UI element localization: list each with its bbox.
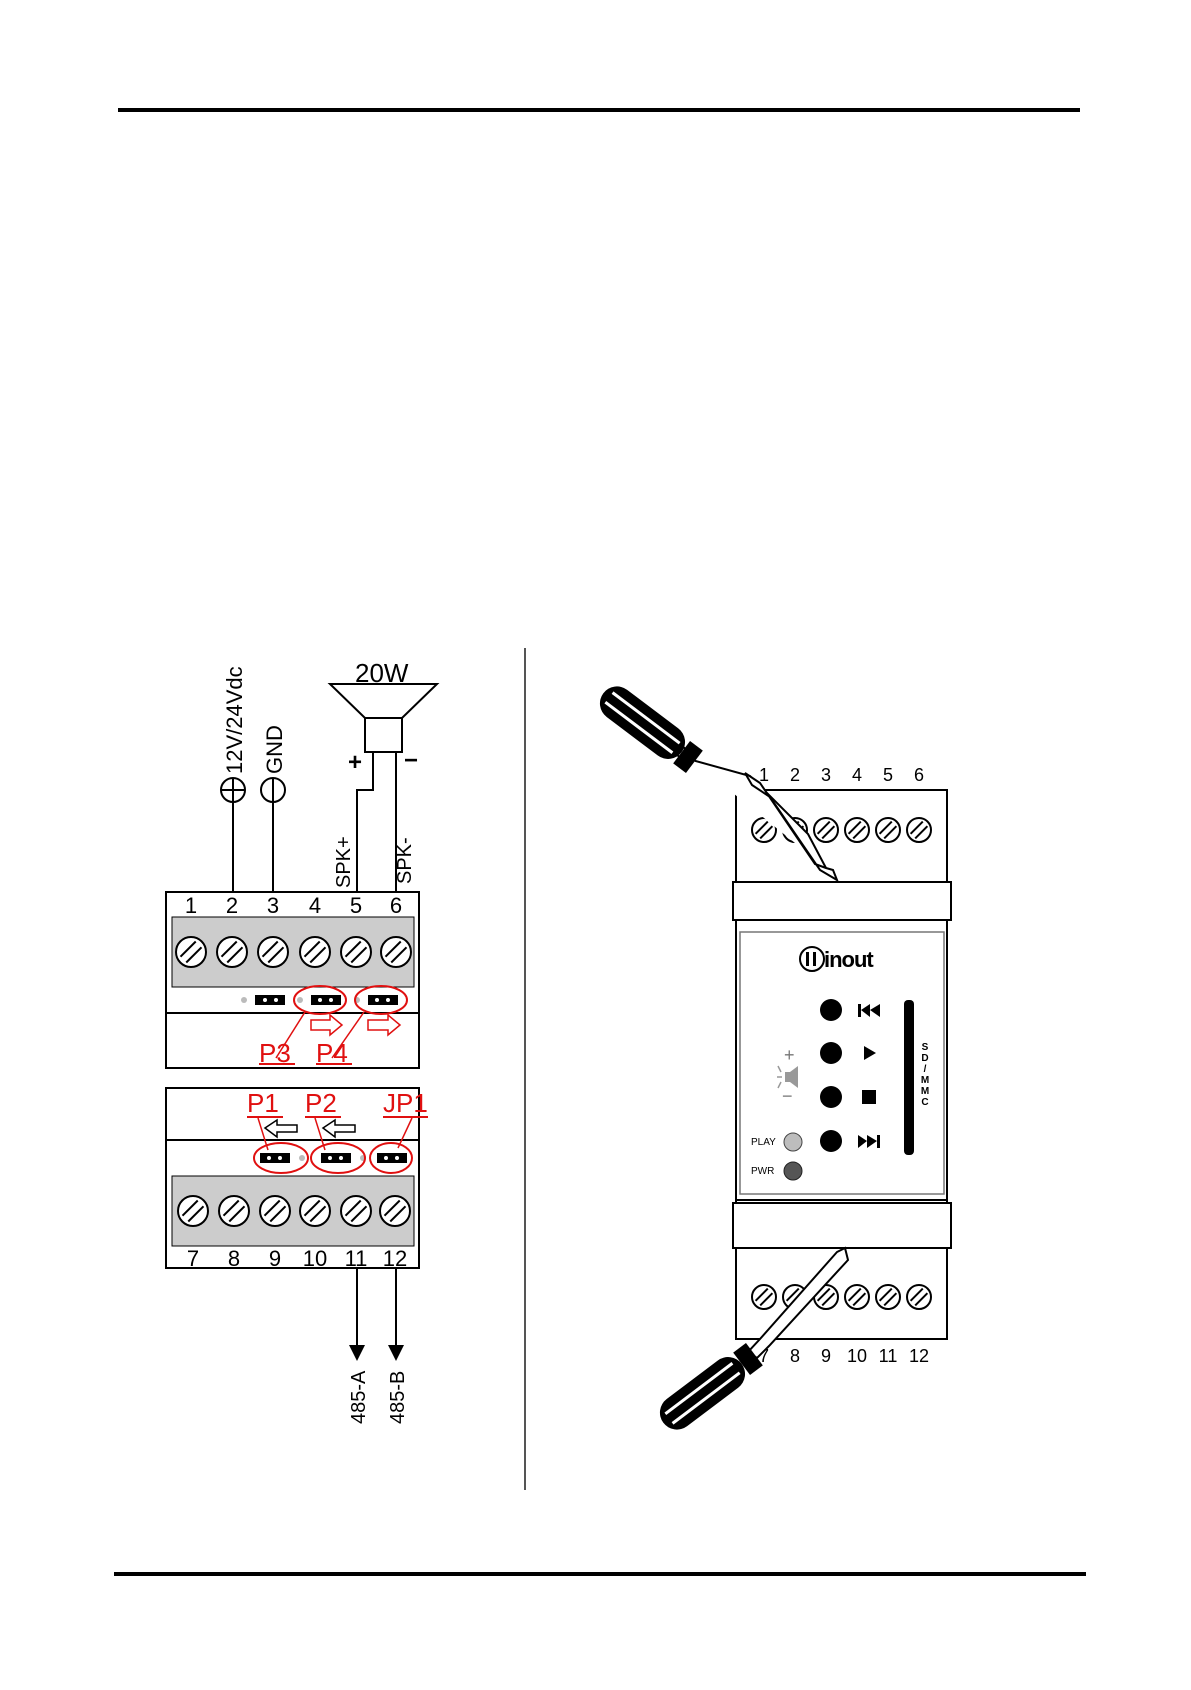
led-play-label: PLAY (751, 1137, 776, 1148)
sd-slot-char: M (921, 1086, 929, 1097)
device-terminal-label-11: 11 (879, 1346, 898, 1366)
top-terminal-block (172, 917, 414, 987)
supply-voltage-label: 12V/24Vdc (222, 666, 247, 774)
terminal-screw-9[interactable] (260, 1196, 290, 1226)
spk-plus-label: SPK+ (333, 836, 355, 888)
p2-label: P2 (305, 1088, 337, 1118)
device-terminal-label-9: 9 (821, 1346, 831, 1366)
sd-slot-char: S (922, 1042, 929, 1053)
terminal-label-9: 9 (269, 1246, 281, 1271)
led-play (784, 1133, 802, 1151)
device-terminal-label-5: 5 (883, 765, 893, 785)
led-pwr-label: PWR (751, 1166, 774, 1177)
header-rule (118, 108, 1080, 112)
jumper-block (255, 995, 285, 1005)
button-next[interactable] (820, 1130, 842, 1152)
sd-slot-char: C (921, 1097, 928, 1108)
button-stop[interactable] (820, 1086, 842, 1108)
device-screw-5[interactable] (876, 818, 900, 842)
terminal-screw-11[interactable] (341, 1196, 371, 1226)
terminal-screw-2[interactable] (217, 937, 247, 967)
positive-supply-symbol (221, 778, 245, 802)
terminal-screw-12[interactable] (380, 1196, 410, 1226)
sd-slot-label: SD/MMC (921, 1042, 929, 1108)
terminal-label-4: 4 (309, 893, 321, 918)
device-screw-6[interactable] (907, 818, 931, 842)
terminal-screw-8[interactable] (219, 1196, 249, 1226)
device-top-terminal-labels: 1 2 3 4 5 6 (759, 765, 924, 785)
button-play[interactable] (820, 1042, 842, 1064)
terminal-label-11: 11 (345, 1246, 368, 1271)
stop-icon (862, 1090, 876, 1104)
terminal-label-8: 8 (228, 1246, 240, 1271)
device-terminal-label-4: 4 (852, 765, 862, 785)
bus-b-label: 485-B (387, 1371, 409, 1424)
terminal-label-12: 12 (383, 1246, 407, 1271)
arrow-down-icon (349, 1345, 365, 1361)
terminal-screw-7[interactable] (178, 1196, 208, 1226)
terminal-label-2: 2 (226, 893, 238, 918)
gnd-label: GND (262, 725, 287, 774)
device-terminal-label-6: 6 (914, 765, 924, 785)
jumper-jp1 (377, 1153, 407, 1163)
jp1-label: JP1 (383, 1088, 428, 1118)
terminal-label-3: 3 (267, 893, 279, 918)
brand-logo-text: inout (824, 947, 874, 972)
device-terminal-label-1: 1 (759, 765, 769, 785)
terminal-label-1: 1 (185, 893, 197, 918)
terminal-screw-3[interactable] (258, 937, 288, 967)
device-terminal-label-2: 2 (790, 765, 800, 785)
jumper-p1 (260, 1153, 290, 1163)
ground-symbol (261, 778, 285, 802)
terminal-screw-6[interactable] (381, 937, 411, 967)
device-screw-3[interactable] (814, 818, 838, 842)
jumper-p2 (321, 1153, 351, 1163)
device-terminal-label-3: 3 (821, 765, 831, 785)
volume-plus: + (784, 1045, 795, 1065)
sd-slot-char: D (921, 1053, 928, 1064)
sd-slot-char: / (924, 1064, 927, 1075)
jumper-pin (241, 997, 247, 1003)
button-previous[interactable] (820, 999, 842, 1021)
led-pwr (784, 1162, 802, 1180)
terminal-label-7: 7 (187, 1246, 199, 1271)
bus-a-label: 485-A (348, 1370, 370, 1424)
speaker-plus-label: + (348, 749, 362, 776)
terminal-screw-10[interactable] (300, 1196, 330, 1226)
device-screw-10[interactable] (845, 1285, 869, 1309)
speaker-minus-label: − (404, 747, 418, 774)
device-terminal-label-10: 10 (847, 1346, 867, 1366)
lower-rail-clip (733, 1203, 951, 1248)
terminal-screw-5[interactable] (341, 937, 371, 967)
terminal-label-5: 5 (350, 893, 362, 918)
device-bottom-terminal-labels: 789101112 (759, 1346, 929, 1366)
terminal-label-10: 10 (303, 1246, 327, 1271)
device-screw-12[interactable] (907, 1285, 931, 1309)
terminal-screw-4[interactable] (300, 937, 330, 967)
device-screw-7[interactable] (752, 1285, 776, 1309)
jumper-p3 (311, 995, 341, 1005)
device-terminal-label-12: 12 (909, 1346, 929, 1366)
terminal-label-6: 6 (390, 893, 402, 918)
upper-rail-clip (733, 882, 951, 920)
spk-minus-label: SPK- (394, 837, 416, 884)
jumper-p4 (368, 995, 398, 1005)
p1-label: P1 (247, 1088, 279, 1118)
jumper-pin (297, 997, 303, 1003)
device-terminal-label-8: 8 (790, 1346, 800, 1366)
device-screw-4[interactable] (845, 818, 869, 842)
arrow-down-icon (388, 1345, 404, 1361)
sd-slot-char: M (921, 1075, 929, 1086)
sd-card-slot[interactable] (904, 1000, 914, 1155)
speaker-icon (330, 684, 437, 752)
terminal-screw-1[interactable] (176, 937, 206, 967)
footer-rule (114, 1572, 1086, 1576)
volume-minus: − (782, 1086, 793, 1106)
device-screw-11[interactable] (876, 1285, 900, 1309)
